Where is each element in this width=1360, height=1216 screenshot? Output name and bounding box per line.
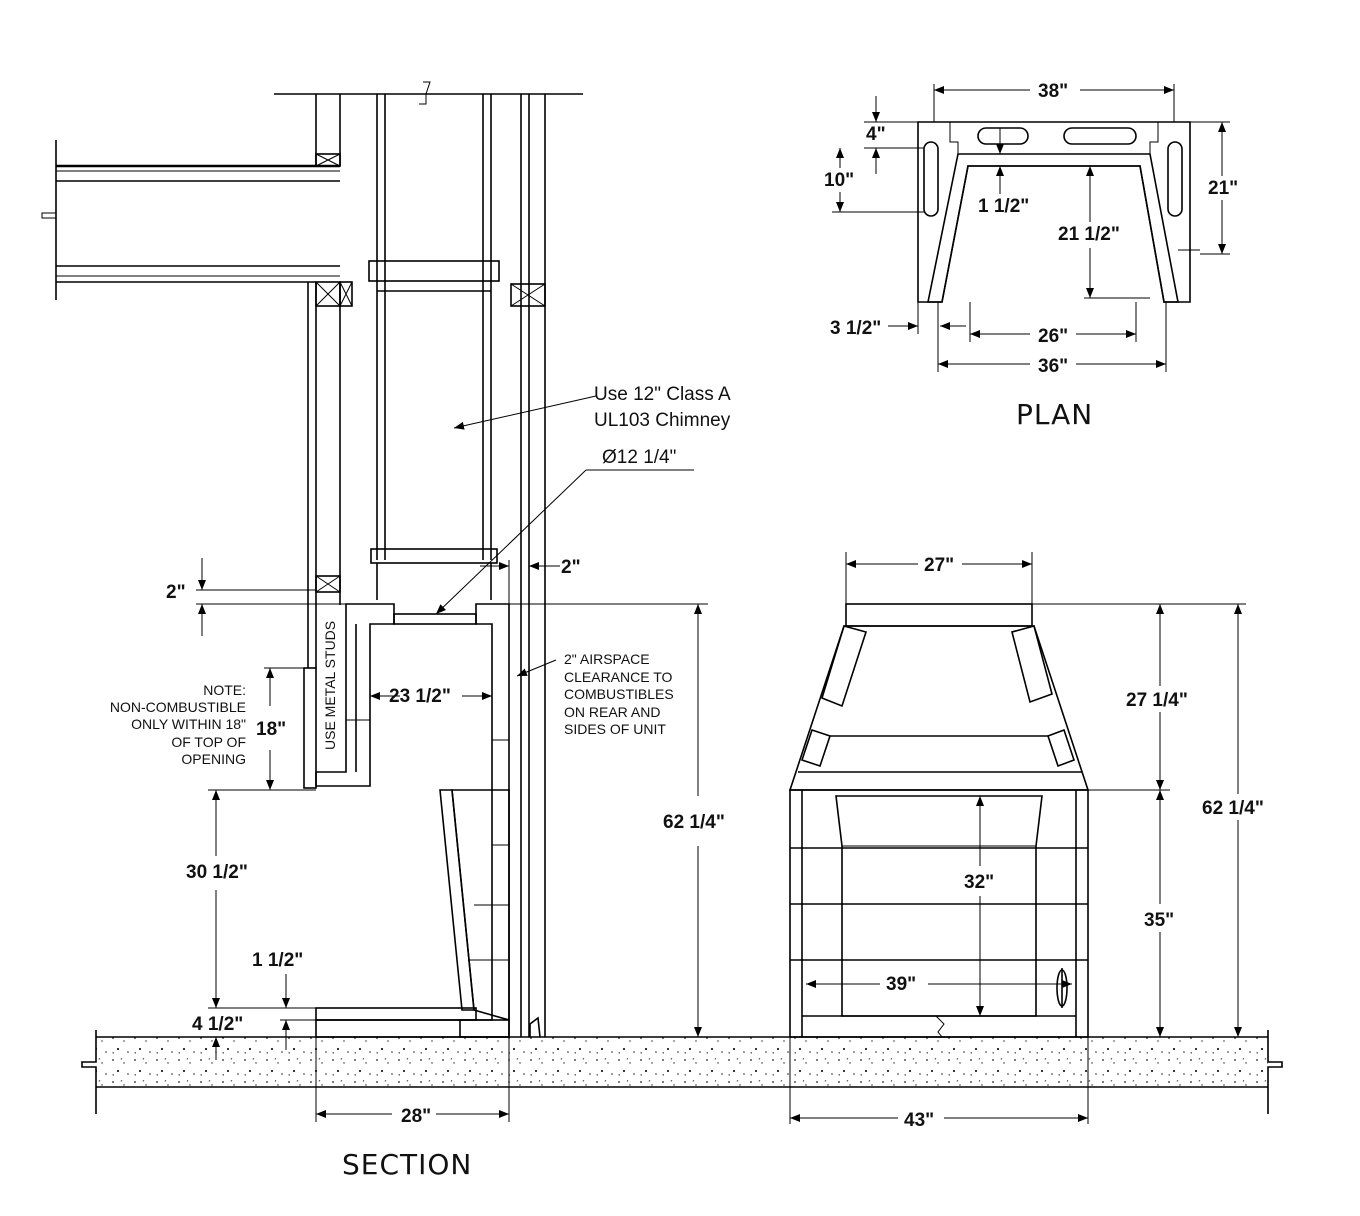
elevation-dimensions	[789, 552, 1246, 1124]
dim-plan-rear-width: 26"	[1038, 326, 1068, 347]
plan-title: PLAN	[1016, 398, 1093, 431]
dim-elev-base-height: 35"	[1144, 910, 1174, 931]
airspace-note-line-5: SIDES OF UNIT	[564, 721, 666, 737]
dim-elev-smoke-chamber-height: 27 1/4"	[1126, 690, 1188, 711]
airspace-note-line-2: CLEARANCE TO	[564, 669, 673, 685]
dim-section-overall-height: 62 1/4"	[663, 812, 725, 833]
plan-view: 38" 4" 10" 1 1/2" 21 1/2" 21" 3 1/2" 26"…	[824, 81, 1238, 431]
chimney-pipe	[368, 94, 500, 600]
dim-floor-lining: 1 1/2"	[252, 950, 303, 971]
dim-plan-liner-thickness: 1 1/2"	[978, 196, 1029, 217]
dim-throat-width: 23 1/2"	[389, 686, 451, 707]
section-title: SECTION	[342, 1148, 472, 1181]
dim-section-depth: 28"	[401, 1106, 431, 1127]
elevation-body	[788, 603, 1090, 1038]
combustible-note-line-1: NOTE:	[203, 682, 246, 698]
left-wall-studs	[307, 94, 353, 668]
floor-slab	[81, 1030, 1283, 1114]
flue-diameter-label: Ø12 1/4"	[602, 447, 676, 468]
chimney-callout-line-1: Use 12" Class A	[594, 384, 731, 405]
dim-elev-overall-height: 62 1/4"	[1202, 798, 1264, 819]
combustible-note-line-3: ONLY WITHIN 18"	[131, 716, 246, 732]
dim-plan-top-width: 38"	[1038, 81, 1068, 102]
front-elevation: 27" 27 1/4" 62 1/4" 32" 35" 39" 43"	[788, 552, 1264, 1131]
dim-top-offset: 2"	[166, 582, 186, 603]
chimney-callout-line-2: UL103 Chimney	[594, 410, 731, 431]
metal-studs-label: USE METAL STUDS	[322, 621, 338, 750]
section-view: 2" 2" 23 1/2" 18" 30 1/2" 1 1/2" 4 1/2" …	[41, 81, 731, 1181]
airspace-note-line-1: 2" AIRSPACE	[564, 651, 650, 667]
dim-plan-rear-thickness: 4"	[866, 124, 886, 145]
dim-elev-top-width: 27"	[924, 555, 954, 576]
combustible-note-line-4: OF TOP OF	[171, 734, 246, 750]
dim-elev-opening-width: 39"	[886, 974, 916, 995]
airspace-note-line-3: COMBUSTIBLES	[564, 686, 674, 702]
plan-dimensions	[832, 84, 1230, 372]
dim-plan-overall-depth: 21"	[1208, 178, 1238, 199]
plan-body	[917, 121, 1200, 303]
dim-plan-side-thickness: 3 1/2"	[830, 318, 881, 339]
dim-plan-slot-depth: 10"	[824, 170, 854, 191]
dim-hearth-height: 4 1/2"	[192, 1014, 243, 1035]
dim-elev-opening-height: 32"	[964, 872, 994, 893]
section-dimensions	[196, 395, 708, 1122]
dim-plan-inner-depth: 21 1/2"	[1058, 224, 1120, 245]
dim-elev-overall-width: 43"	[904, 1110, 934, 1131]
dim-noncombustible-height: 18"	[256, 719, 286, 740]
floor-beam	[41, 140, 340, 300]
combustible-note-line-5: OPENING	[181, 751, 246, 767]
dim-plan-front-width: 36"	[1038, 356, 1068, 377]
combustible-note-line-2: NON-COMBUSTIBLE	[110, 699, 246, 715]
dim-side-clearance: 2"	[561, 557, 581, 578]
airspace-note-line-4: ON REAR AND	[564, 704, 660, 720]
dim-opening-height: 30 1/2"	[186, 862, 248, 883]
fireplace-section-body	[303, 603, 510, 1038]
